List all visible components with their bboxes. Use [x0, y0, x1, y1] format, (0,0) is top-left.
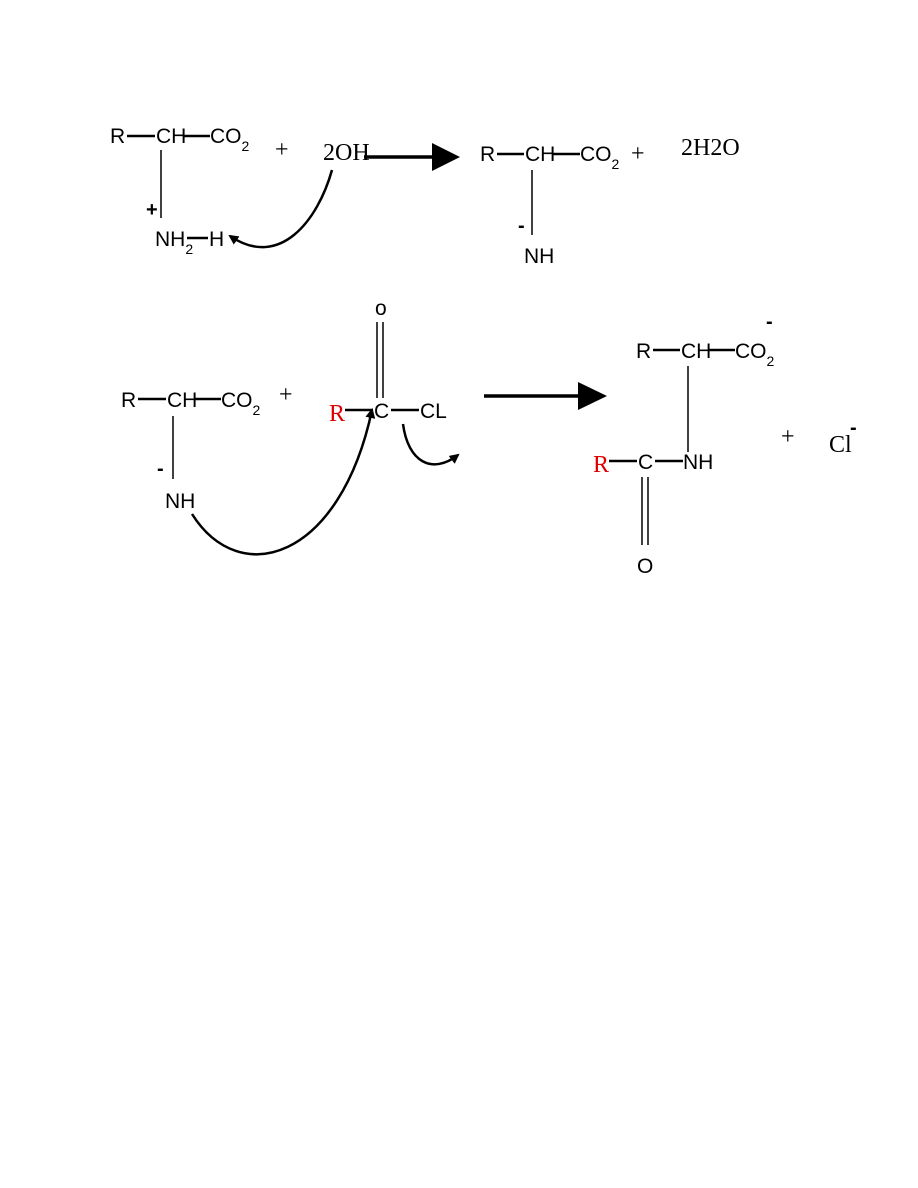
electron-push-arrow: [228, 169, 334, 249]
chlorine-label: CL: [420, 400, 447, 423]
positive-charge: +: [146, 199, 158, 221]
negative-charge: -: [766, 311, 773, 333]
reaction1-product: R CH CO2 - NH: [480, 143, 620, 268]
reaction2-amine: R CH CO2 - NH: [121, 389, 261, 513]
reaction-arrow-head: [578, 382, 607, 410]
leaving-group-arrow: [401, 423, 460, 466]
r-group-label: R: [121, 389, 136, 412]
ch-label: CH: [167, 389, 197, 412]
amide-nitrogen-label: NH: [683, 451, 713, 474]
hydroxide-label: 2OH: [323, 140, 370, 166]
negative-charge: -: [518, 215, 525, 237]
ammonium-label: NH2: [155, 228, 193, 257]
r-group-label-red: R: [593, 452, 609, 478]
amide-anion-label: NH: [165, 490, 195, 513]
plus-sign: +: [631, 141, 645, 167]
ch-label: CH: [525, 143, 555, 166]
r-group-label: R: [110, 125, 125, 148]
plus-sign: +: [279, 382, 293, 408]
chloride-label: Cl: [829, 432, 852, 458]
reaction1-reactant: R CH CO2 + NH2 H: [110, 125, 250, 257]
proton-label: H: [209, 228, 224, 251]
nucleophilic-attack-arrow: [190, 408, 376, 556]
reaction1: R CH CO2 + NH2 H + 2OH R CH CO2 - NH: [110, 125, 740, 268]
water-label: 2H2O: [681, 135, 740, 161]
r-group-label: R: [636, 340, 651, 363]
carbonyl-carbon-label: C: [638, 451, 653, 474]
chloride-charge: -: [850, 417, 857, 439]
carboxylate-label: CO2: [221, 389, 261, 418]
reaction2-product: R CH CO2 - R C NH O: [593, 311, 775, 578]
negative-charge: -: [157, 458, 164, 480]
carboxylate-label: CO2: [580, 143, 620, 172]
carbonyl-oxygen-label: O: [637, 555, 653, 578]
ch-label: CH: [681, 340, 711, 363]
ch-label: CH: [156, 125, 186, 148]
carbonyl-oxygen-label: o: [375, 297, 387, 320]
r-group-label-red: R: [329, 401, 345, 427]
carboxylate-label: CO2: [735, 340, 775, 369]
carboxylate-label: CO2: [210, 125, 250, 154]
reaction2: R CH CO2 - NH + o R C CL: [121, 297, 857, 578]
acyl-chloride: o R C CL: [329, 297, 447, 427]
r-group-label: R: [480, 143, 495, 166]
reaction-arrow-head: [432, 143, 460, 171]
plus-sign: +: [781, 424, 795, 450]
plus-sign: +: [275, 137, 289, 163]
carbonyl-carbon-label: C: [374, 400, 389, 423]
amide-anion-label: NH: [524, 245, 554, 268]
